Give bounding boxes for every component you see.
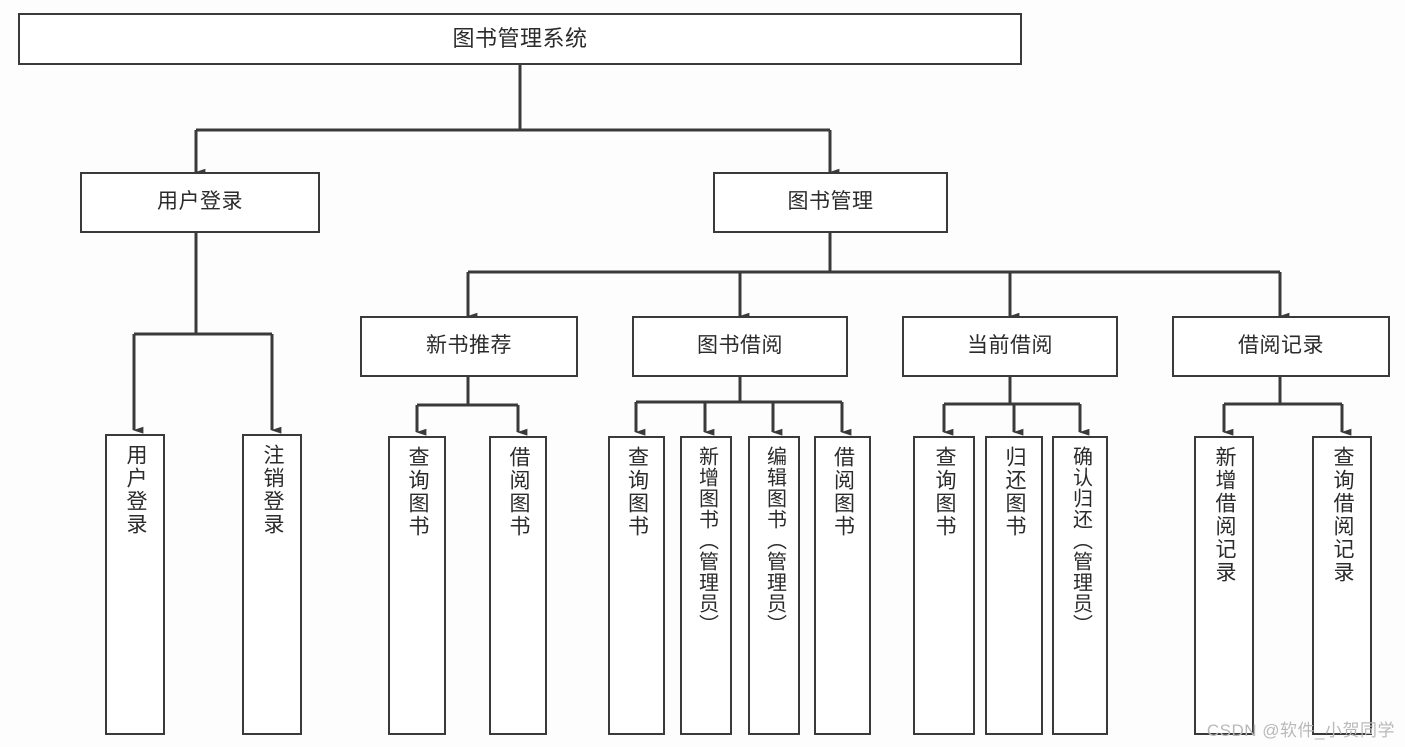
leaf-query-book-current[interactable]: 查询图书	[913, 436, 975, 735]
node-user-login[interactable]: 用户登录	[80, 172, 320, 233]
node-label: 新增图书（管理员）	[695, 446, 718, 635]
node-label: 查询图书	[625, 446, 649, 538]
node-book-borrow[interactable]: 图书借阅	[632, 316, 848, 377]
leaf-add-book-admin[interactable]: 新增图书（管理员）	[680, 436, 732, 735]
node-label: 新书推荐	[426, 334, 512, 358]
node-label: 借阅图书	[507, 446, 531, 538]
node-label: 借阅记录	[1238, 334, 1324, 358]
leaf-logout[interactable]: 注销登录	[242, 434, 302, 735]
leaf-borrow-book-borrow[interactable]: 借阅图书	[814, 436, 871, 735]
node-label: 图书借阅	[697, 334, 783, 358]
node-borrow-record[interactable]: 借阅记录	[1172, 316, 1390, 377]
node-label: 查询图书	[406, 446, 430, 538]
leaf-edit-book-admin[interactable]: 编辑图书（管理员）	[748, 436, 800, 735]
node-label: 确认归还（管理员）	[1069, 446, 1092, 635]
node-new-book-recommend[interactable]: 新书推荐	[360, 316, 578, 377]
node-book-manage[interactable]: 图书管理	[713, 172, 948, 233]
node-label: 新增借阅记录	[1213, 446, 1237, 584]
leaf-borrow-book-recommend[interactable]: 借阅图书	[489, 436, 547, 735]
csdn-watermark: CSDN @软件_小贺同学	[1206, 721, 1395, 740]
node-label: 注销登录	[261, 444, 285, 536]
leaf-confirm-return-admin[interactable]: 确认归还（管理员）	[1052, 436, 1108, 735]
node-label: 编辑图书（管理员）	[763, 446, 786, 635]
node-label: 用户登录	[157, 190, 243, 214]
node-current-borrow[interactable]: 当前借阅	[902, 316, 1118, 377]
leaf-return-book[interactable]: 归还图书	[985, 436, 1043, 735]
leaf-query-book-recommend[interactable]: 查询图书	[388, 436, 446, 735]
leaf-query-borrow-record[interactable]: 查询借阅记录	[1312, 436, 1372, 735]
leaf-add-borrow-record[interactable]: 新增借阅记录	[1194, 436, 1254, 735]
node-label: 图书管理系统	[452, 26, 588, 52]
node-label: 借阅图书	[831, 446, 855, 538]
node-label: 归还图书	[1003, 446, 1027, 538]
node-label: 图书管理	[787, 190, 874, 214]
node-label: 用户登录	[124, 444, 148, 536]
node-label: 查询图书	[933, 446, 957, 538]
leaf-query-book-borrow[interactable]: 查询图书	[608, 436, 665, 735]
node-label: 当前借阅	[967, 334, 1053, 358]
node-label: 查询借阅记录	[1331, 446, 1355, 584]
node-root-system[interactable]: 图书管理系统	[18, 13, 1022, 65]
leaf-user-login[interactable]: 用户登录	[105, 434, 165, 735]
